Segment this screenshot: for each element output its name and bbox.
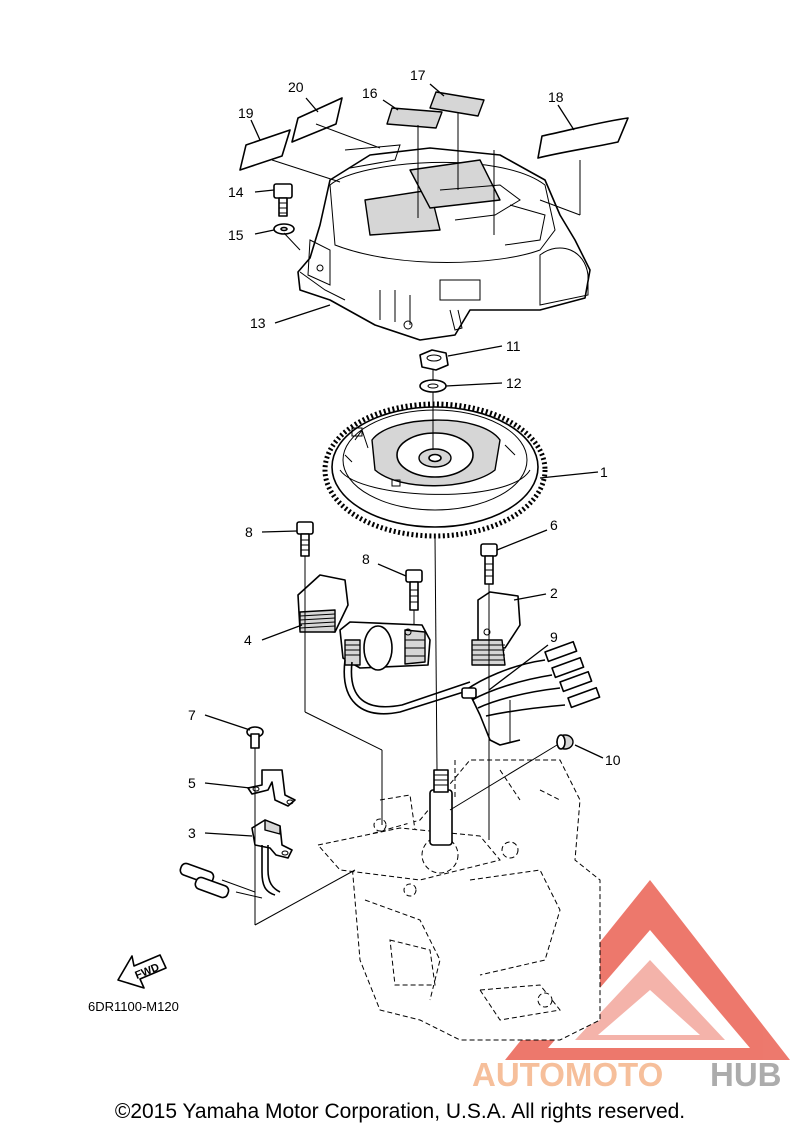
decal-16: [386, 107, 443, 129]
fwd-arrow-icon: FWD: [117, 954, 167, 989]
bracket-5: [247, 769, 296, 807]
callout-20: 20: [288, 79, 304, 95]
callout-11: 11: [506, 338, 521, 354]
washer-12: [419, 379, 447, 393]
callout-8-center: 8: [362, 551, 370, 567]
decal-18: [537, 117, 629, 159]
pulser-coil: [471, 591, 521, 666]
bolt-6: [480, 543, 498, 585]
charge-coil-assembly: [297, 574, 471, 715]
cable-9: [461, 640, 601, 746]
watermark-part1: AUTOMOTO: [472, 1056, 663, 1093]
callout-7: 7: [188, 707, 196, 723]
decals: [239, 91, 629, 171]
decal-20: [291, 97, 343, 143]
flywheel-rotor: [322, 401, 548, 539]
callout-2: 2: [550, 585, 558, 601]
bolt-8-center: [405, 569, 423, 611]
bolt-14: [273, 183, 293, 217]
callout-3: 3: [188, 825, 196, 841]
callout-10: 10: [605, 752, 621, 768]
watermark-text: AUTOMOTO HUB: [472, 1056, 782, 1093]
callout-14: 14: [228, 184, 244, 200]
flywheel-cover: [297, 144, 591, 341]
callout-15: 15: [228, 227, 244, 243]
callout-16: 16: [362, 85, 378, 101]
callout-labels: 1 2 3 4 5 6 7 8 8 9 10 11 12 13 14 15 16…: [188, 67, 621, 841]
crankshaft-end: [429, 769, 453, 846]
engine-block: [317, 759, 601, 1041]
callout-13: 13: [250, 315, 266, 331]
callout-5: 5: [188, 775, 196, 791]
bolt-8-left: [296, 521, 314, 557]
callout-9: 9: [550, 629, 558, 645]
callout-8-left: 8: [245, 524, 253, 540]
decal-19: [239, 129, 291, 171]
decal-17: [429, 91, 485, 117]
callout-4: 4: [244, 632, 252, 648]
callout-12: 12: [506, 375, 522, 391]
callout-17: 17: [410, 67, 426, 83]
callout-1: 1: [600, 464, 608, 480]
copyright-notice: ©2015 Yamaha Motor Corporation, U.S.A. A…: [114, 1100, 686, 1123]
callout-19: 19: [238, 105, 254, 121]
callout-6: 6: [550, 517, 558, 533]
diagram-code: 6DR1100-M120: [88, 999, 179, 1014]
leader-lines: [204, 83, 604, 926]
ignition-coil-3: [179, 819, 293, 899]
watermark-part2: HUB: [710, 1056, 782, 1093]
callout-18: 18: [548, 89, 564, 105]
grommet-10: [556, 734, 574, 750]
nut-11: [419, 349, 449, 371]
screw-7: [246, 726, 264, 749]
